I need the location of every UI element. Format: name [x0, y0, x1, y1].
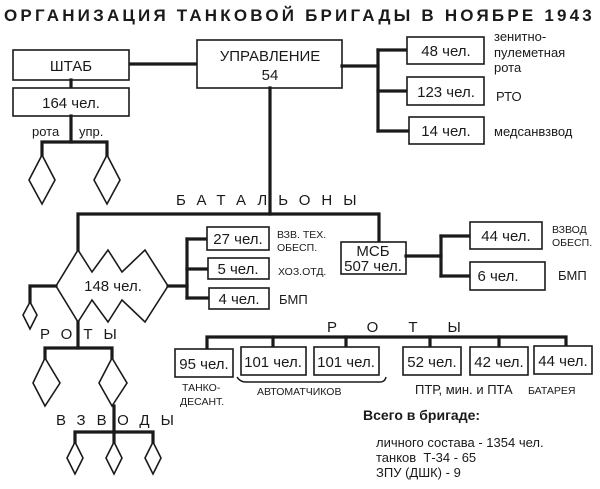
companies-group: РОТЫ 95 чел. 101 чел. 101 чел. 52 чел. 4… [174, 319, 593, 408]
command-unit-box-1 [406, 76, 485, 106]
battalions-heading: БАТАЛЬОНЫ [176, 192, 367, 209]
tank-battalion-strength: 148 чел. [84, 278, 142, 295]
command-unit-strength-1: 123 чел. [417, 84, 475, 101]
shtab-group: ШТАБ 164 чел. рота упр. [12, 49, 199, 206]
msb-label: МСБ [356, 243, 389, 260]
unit-symbol-company-0 [32, 356, 61, 408]
bn-platoons-heading: ВЗВОДЫ [56, 412, 185, 429]
command-unit-label-0-line-0: зенитно- [494, 29, 546, 44]
totals-heading: Всего в бригаде: [363, 407, 480, 423]
company-box-0 [174, 348, 234, 378]
chart-title: ОРГАНИЗАЦИЯ ТАНКОВОЙ БРИГАДЫ В НОЯБРЕ 19… [4, 6, 600, 25]
company-label-submachine: АВТОМАТЧИКОВ [257, 386, 341, 398]
msb-unit-strength-1: 6 чел. [477, 268, 518, 285]
company-strength-0: 95 чел. [179, 356, 228, 373]
bn-unit-label-0-line-0: ВЗВ. ТЕХ. [277, 229, 326, 241]
command-unit-label-2: медсанвзвод [494, 124, 573, 139]
unit-symbol-platoon-1 [105, 440, 123, 476]
msb-unit-box-0 [469, 221, 543, 250]
bn-unit-label-2: БМП [279, 292, 308, 307]
command-unit-box-0 [406, 36, 485, 65]
company-label-support: ПТР, мин. и ПТА [415, 382, 513, 397]
shtab-sub-label-left: рота [32, 124, 60, 139]
bn-unit-strength-1: 5 чел. [217, 261, 258, 278]
command-unit-box-2 [408, 116, 485, 145]
command-group: УПРАВЛЕНИЕ 54 48 чел. зенитно- пулеметна… [196, 29, 573, 216]
bn-unit-box-1 [207, 257, 270, 280]
company-strength-4: 42 чел. [474, 354, 523, 371]
totals-group: Всего в бригаде: личного состава - 1354 … [363, 407, 544, 480]
command-box [196, 39, 343, 89]
unit-symbol-battalion-small [22, 300, 38, 331]
shtab-sub-label-right: упр. [79, 124, 103, 139]
command-unit-label-1: РТО [496, 89, 522, 104]
unit-symbol-rota [28, 153, 56, 206]
unit-symbol-upr [93, 153, 121, 206]
company-strength-1: 101 чел. [244, 354, 302, 371]
unit-symbol-platoon-2 [144, 440, 162, 476]
command-unit-strength-0: 48 чел. [421, 43, 470, 60]
connector-companies-bus [205, 335, 568, 352]
connector-battalions-bus [76, 212, 381, 252]
command-unit-label-0-line-1: пулеметная [494, 45, 565, 60]
bn-companies-heading: РОТЫ [40, 326, 128, 343]
bn-unit-label-0-line-1: ОБЕСП. [277, 242, 317, 254]
msb-strength: 507 чел. [344, 258, 402, 275]
command-unit-label-0-line-2: рота [494, 60, 522, 75]
msb-unit-label-0-line-0: ВЗВОД [552, 224, 587, 236]
shtab-strength: 164 чел. [42, 95, 100, 112]
company-label-tank-desant-line-1: ДЕСАНТ. [180, 396, 224, 408]
bn-unit-strength-2: 4 чел. [218, 291, 259, 308]
company-box-5 [533, 345, 593, 375]
totals-line-0: личного состава - 1354 чел. [376, 435, 544, 450]
company-strength-2: 101 чел. [317, 354, 375, 371]
shtab-strength-box [12, 87, 130, 117]
company-strength-3: 52 чел. [407, 354, 456, 371]
msb-unit-label-1: БМП [558, 268, 587, 283]
company-label-support-small: БАТАРЕЯ [528, 385, 576, 397]
command-label: УПРАВЛЕНИЕ [220, 48, 321, 65]
bn-unit-label-1: ХОЗ.ОТД. [278, 266, 326, 278]
company-box-1 [240, 346, 307, 376]
totals-line-2: ЗПУ (ДШК) - 9 [376, 465, 461, 480]
msb-unit-strength-0: 44 чел. [481, 228, 530, 245]
bn-unit-box-0 [206, 226, 270, 251]
battalions-group: БАТАЛЬОНЫ 148 чел. 27 чел. ВЗВ. ТЕХ. ОБЕ… [22, 192, 592, 476]
msb-unit-label-0-line-1: ОБЕСП. [552, 237, 592, 249]
company-box-4 [469, 346, 529, 376]
command-unit-strength-2: 14 чел. [421, 123, 470, 140]
company-label-tank-desant-line-0: ТАНКО- [182, 382, 221, 394]
company-box-3 [402, 346, 462, 376]
submachine-brace [236, 376, 387, 383]
msb-unit-box-1 [469, 261, 546, 291]
company-strength-5: 44 чел. [538, 353, 587, 370]
totals-line-1: танков Т-34 - 65 [376, 450, 476, 465]
connector-companies-split [43, 346, 114, 360]
bn-unit-box-2 [208, 287, 270, 310]
command-strength: 54 [262, 67, 279, 84]
shtab-label: ШТАБ [50, 58, 92, 75]
connector-shtab-split [40, 140, 109, 157]
companies-heading: РОТЫ [327, 319, 491, 336]
unit-symbol-platoon-0 [66, 440, 84, 476]
unit-symbol-company-1 [98, 356, 128, 408]
msb-box [340, 241, 407, 275]
bn-unit-strength-0: 27 чел. [213, 231, 262, 248]
connector-battalion-left [28, 284, 58, 304]
company-box-2 [313, 346, 380, 376]
